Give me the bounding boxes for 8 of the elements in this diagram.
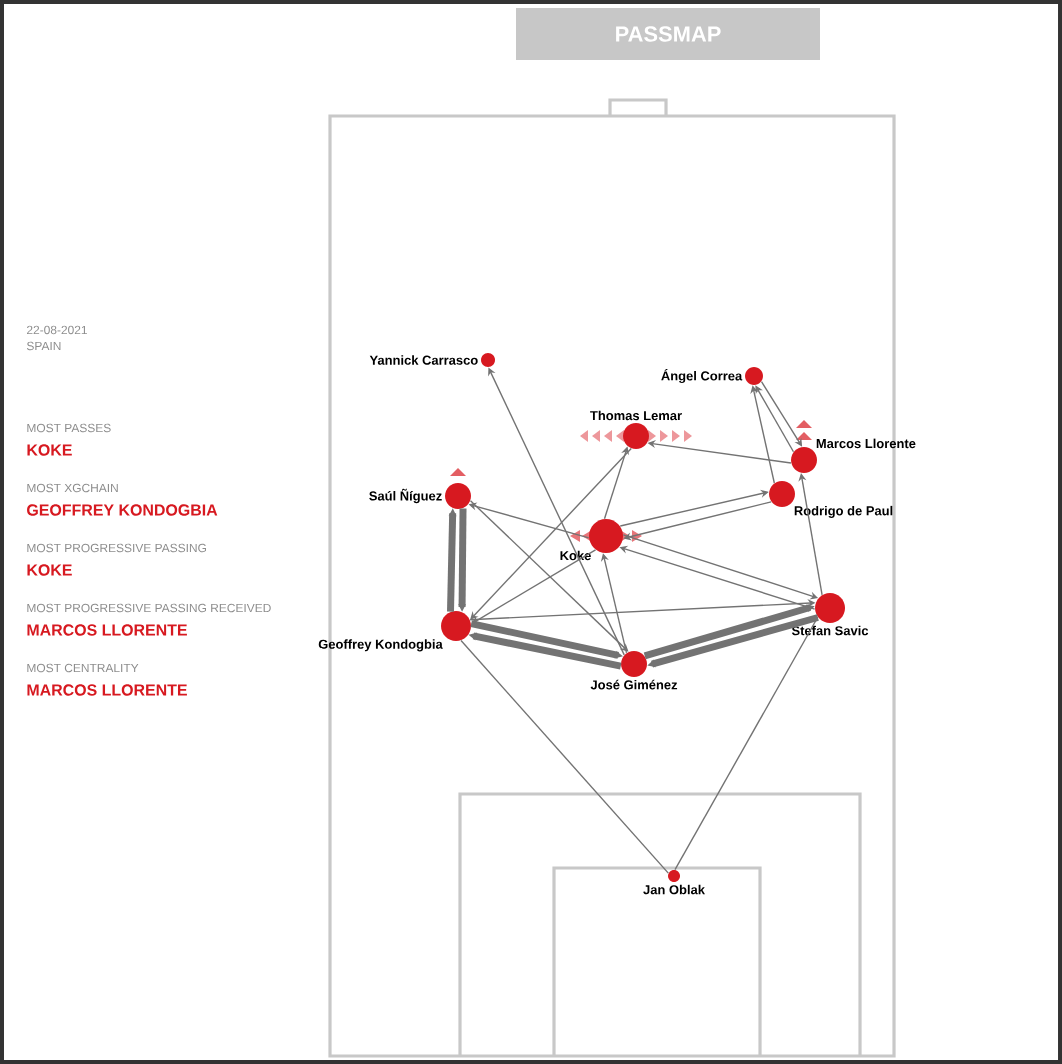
- pass-arrow: [469, 500, 629, 652]
- pass-arrow: [470, 447, 632, 620]
- pass-arrow: [798, 473, 823, 596]
- title-banner: PASSMAP: [516, 8, 820, 60]
- pass-arrow: [755, 385, 795, 453]
- pass-arrow: [600, 553, 628, 654]
- pass-arrow: [471, 549, 597, 624]
- pass-arrow: [760, 380, 803, 447]
